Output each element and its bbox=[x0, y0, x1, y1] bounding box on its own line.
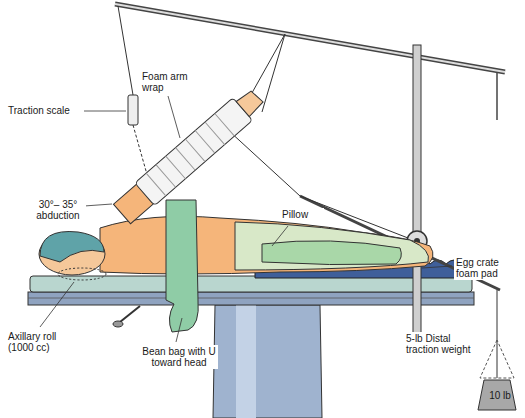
callout-label: Bean bag with U toward head bbox=[140, 345, 218, 369]
table-lever bbox=[120, 306, 140, 322]
traction-scale bbox=[128, 95, 138, 125]
boom-highlight bbox=[115, 4, 505, 72]
traction-weight bbox=[478, 380, 516, 410]
lever-knob bbox=[113, 321, 123, 327]
distal-rope bbox=[228, 130, 300, 196]
leader-line bbox=[168, 96, 180, 138]
callout-label: Axillary roll (1000 cc) bbox=[6, 330, 82, 354]
callout-label: Egg crate foam pad bbox=[454, 256, 520, 280]
table-pedestal bbox=[213, 305, 322, 418]
boom-hanger bbox=[496, 72, 498, 120]
callout-label: Traction scale bbox=[6, 104, 84, 117]
foam-wrap bbox=[135, 98, 253, 206]
table-top bbox=[28, 292, 474, 305]
weight-rope bbox=[497, 290, 498, 378]
leader-line bbox=[272, 226, 288, 246]
traction-boom bbox=[115, 4, 505, 72]
callout-label: Pillow bbox=[280, 208, 324, 221]
bean-bag bbox=[166, 200, 198, 332]
surgical-cap bbox=[40, 232, 104, 263]
leader-line bbox=[422, 266, 452, 268]
callout-label: 10 lb bbox=[484, 389, 516, 402]
leader-line bbox=[80, 111, 126, 112]
suspension-rope bbox=[248, 34, 285, 100]
table-rail bbox=[28, 298, 474, 299]
pillow bbox=[262, 241, 401, 265]
scale-rope bbox=[118, 6, 133, 95]
pedestal-highlight bbox=[236, 305, 256, 418]
axillary-roll bbox=[58, 268, 106, 280]
leader-line bbox=[84, 204, 112, 206]
patient-body bbox=[100, 216, 433, 274]
blanket bbox=[235, 222, 429, 270]
wrap-stripes bbox=[146, 113, 234, 195]
callout-label: Foam arm wrap bbox=[140, 70, 194, 94]
leader-line bbox=[176, 318, 182, 342]
hand bbox=[236, 88, 264, 116]
leader-line bbox=[40, 282, 74, 327]
callout-label: 30°– 35° abduction bbox=[30, 198, 86, 222]
traction-pole bbox=[413, 45, 421, 345]
callout-label: 5-lb Distal traction weight bbox=[404, 332, 486, 356]
suspension-rope bbox=[262, 34, 285, 112]
